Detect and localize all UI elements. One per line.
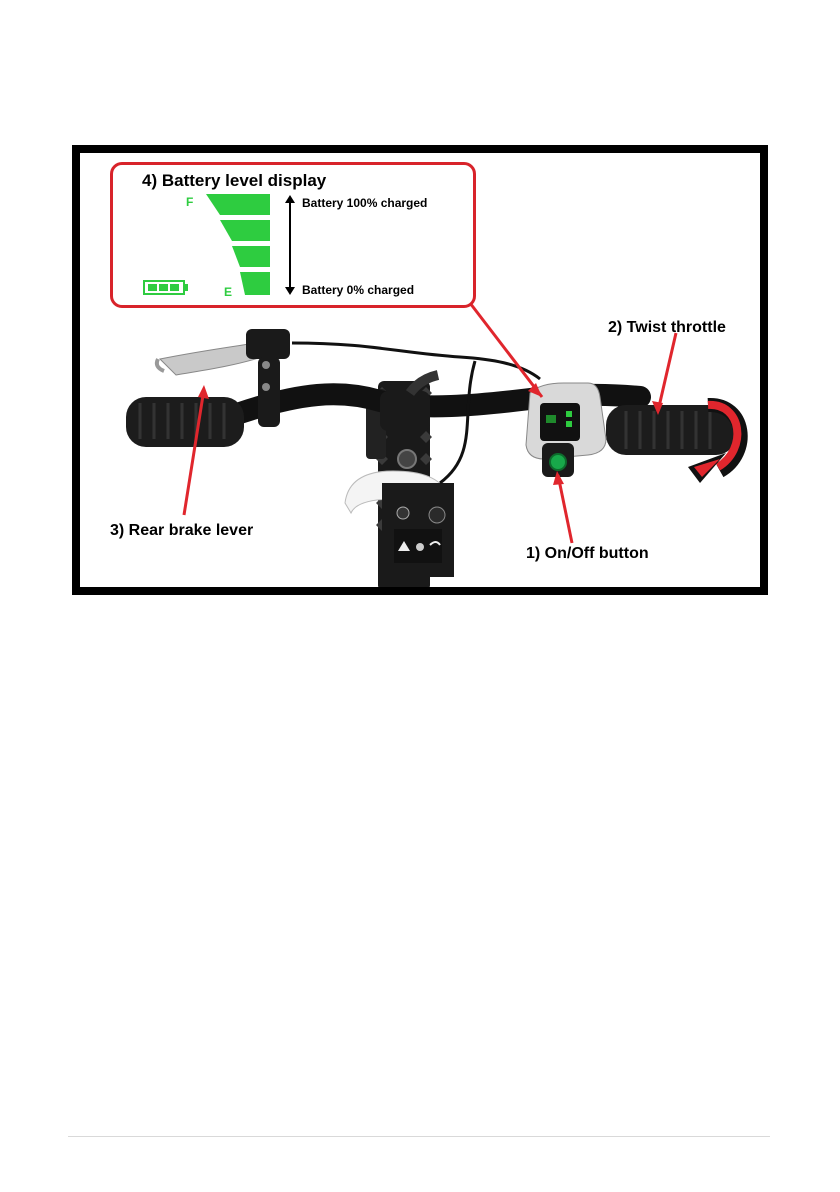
empty-marker: E (224, 285, 232, 299)
battery-bars (206, 194, 270, 295)
rear-brake-lever-label: 3) Rear brake lever (110, 522, 253, 540)
on-off-button-label: 1) On/Off button (526, 545, 649, 563)
battery-full-note: Battery 100% charged (302, 196, 427, 210)
twist-throttle-label: 2) Twist throttle (608, 319, 726, 337)
battery-empty-note: Battery 0% charged (302, 283, 414, 297)
handlebar-figure: 4) Battery level display F E Battery 100… (72, 145, 768, 595)
level-range-arrow (285, 195, 295, 295)
battery-icon (144, 281, 188, 294)
footer-divider (68, 1136, 770, 1137)
full-marker: F (186, 195, 193, 209)
battery-display-title: 4) Battery level display (142, 171, 326, 191)
figure-canvas: 4) Battery level display F E Battery 100… (80, 153, 760, 587)
